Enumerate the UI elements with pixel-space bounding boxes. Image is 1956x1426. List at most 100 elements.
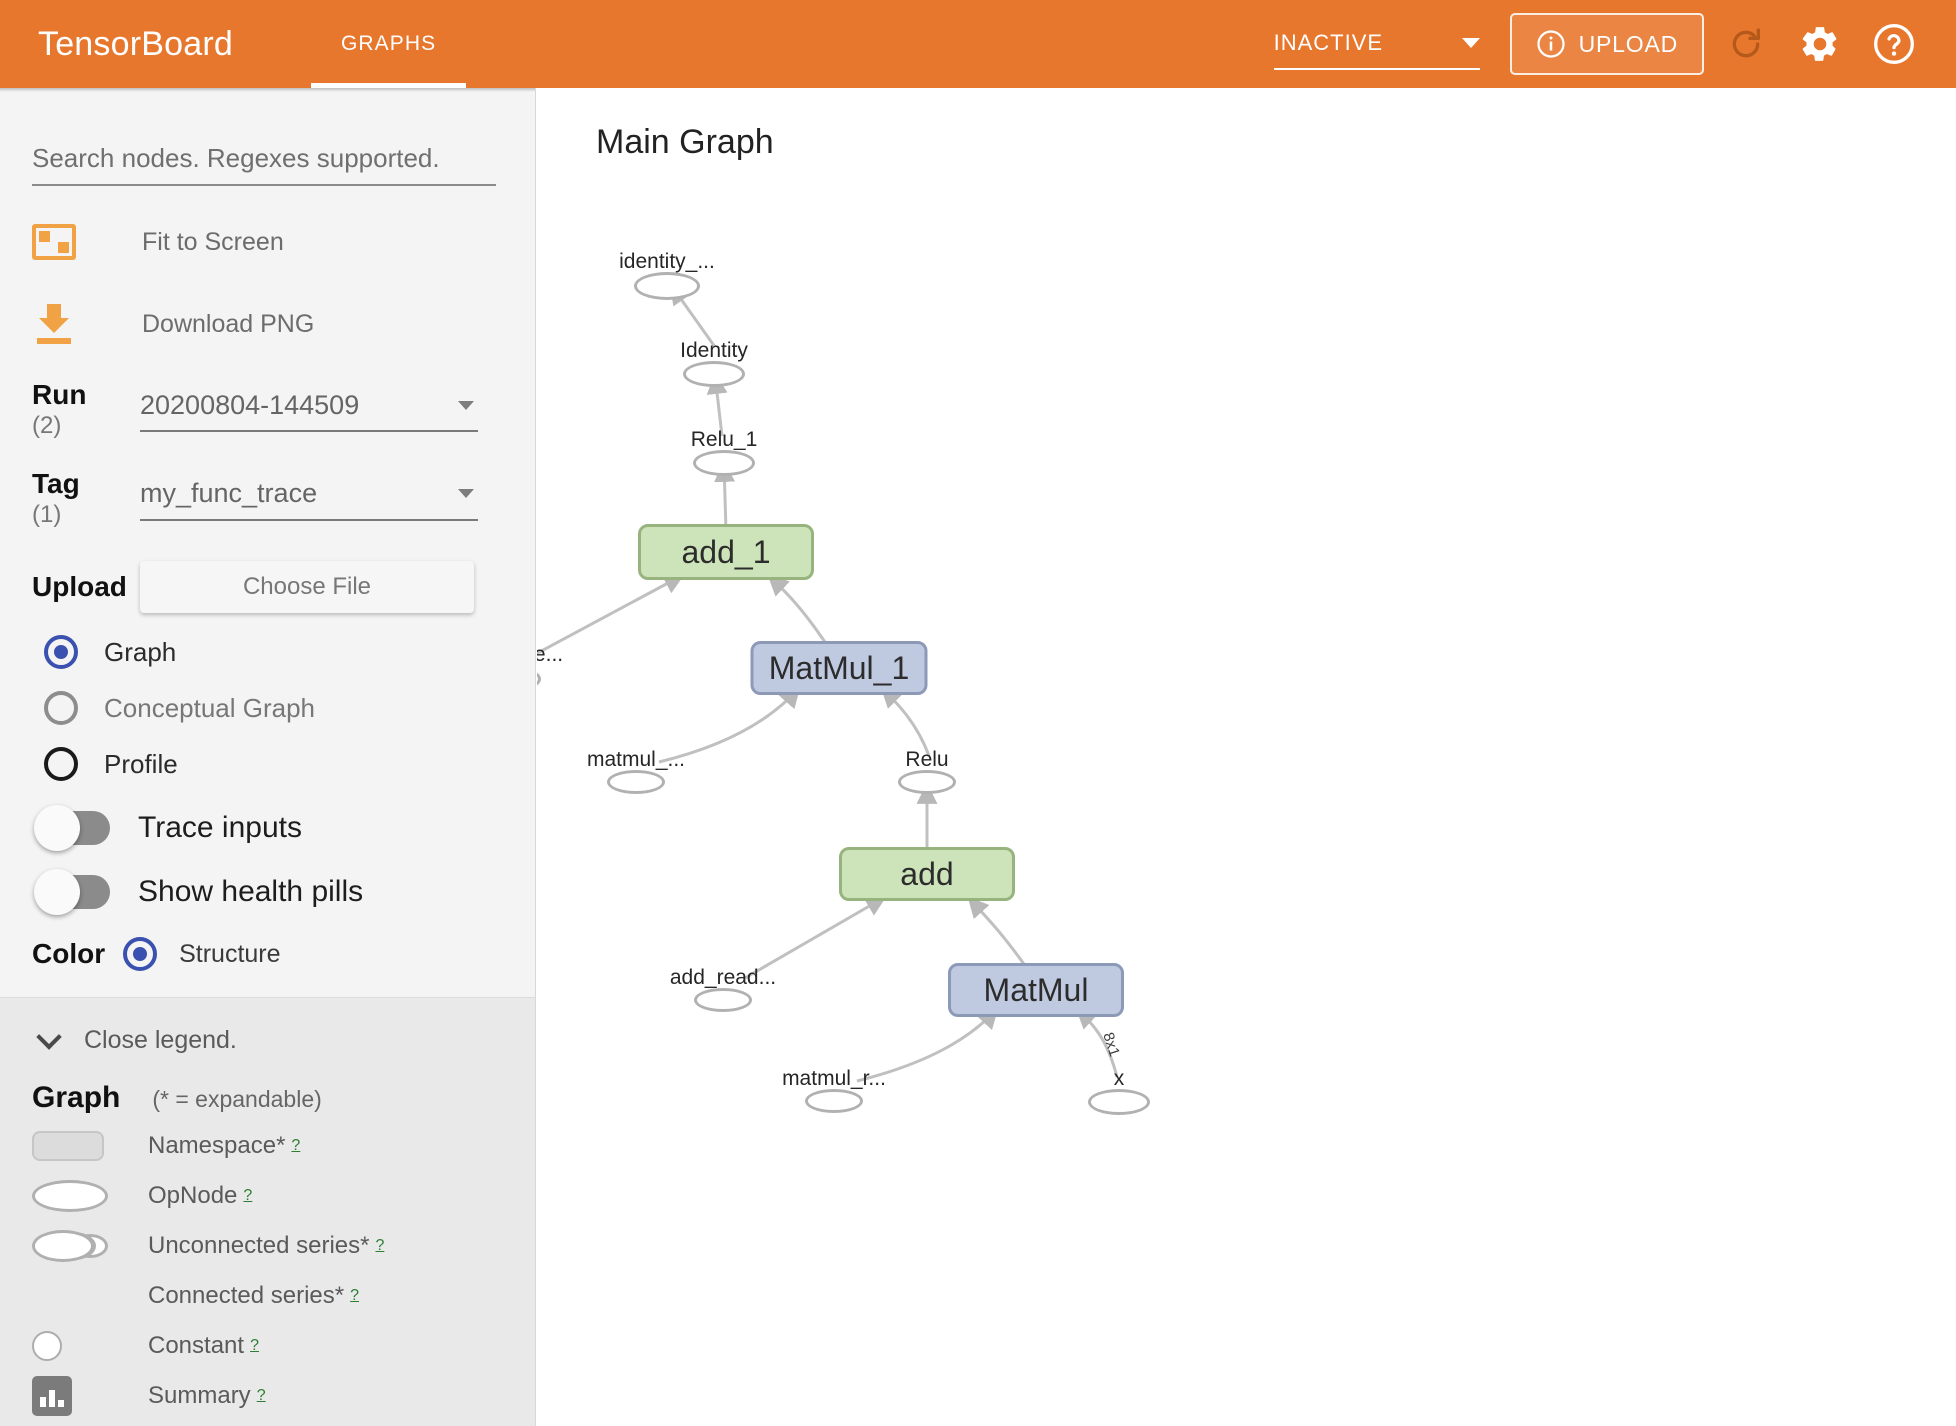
node-matmul-1[interactable]: MatMul_1 [750, 641, 928, 695]
legend-item-connected-series: Connected series* ? [32, 1277, 535, 1315]
gear-icon[interactable] [1788, 12, 1852, 76]
legend-label: OpNode [148, 1182, 238, 1210]
summary-shape-icon [32, 1376, 144, 1417]
tag-select[interactable]: my_func_trace [140, 469, 478, 521]
namespace-shape-icon [32, 1131, 144, 1162]
color-field: Color Structure [32, 937, 535, 972]
legend-label: Connected series* [148, 1282, 345, 1310]
legend-item-summary: Summary ? [32, 1376, 535, 1417]
download-png-label: Download PNG [142, 309, 315, 338]
legend-title: Graph [32, 1081, 121, 1115]
search-input[interactable] [32, 138, 496, 186]
fit-to-screen-button[interactable]: Fit to Screen [32, 216, 535, 268]
node-identity[interactable] [683, 361, 745, 387]
legend-label: Summary [148, 1382, 251, 1410]
node-relu-1[interactable] [693, 450, 755, 476]
radio-conceptual-graph-label: Conceptual Graph [104, 692, 316, 723]
chevron-down-icon [1461, 38, 1480, 48]
unconnected-series-shape-icon [32, 1230, 144, 1263]
node-add[interactable]: add [839, 847, 1015, 901]
radio-graph[interactable]: Graph [44, 635, 535, 670]
node-identity-1[interactable] [634, 272, 700, 300]
radio-profile-label: Profile [104, 748, 178, 779]
graph-canvas[interactable]: Main Graph [537, 88, 1956, 1426]
node-label-identity: Identity [680, 339, 748, 362]
legend-item-constant: Constant ? [32, 1327, 535, 1365]
legend-subtitle: (* = expandable) [152, 1086, 322, 1113]
choose-file-button[interactable]: Choose File [140, 561, 474, 614]
radio-structure-icon[interactable] [123, 937, 158, 972]
help-link[interactable]: ? [243, 1187, 253, 1205]
legend-label: Unconnected series* [148, 1232, 370, 1260]
node-matmul-readvariableop[interactable] [805, 1089, 863, 1113]
run-select[interactable]: 20200804-144509 [140, 380, 478, 432]
download-png-button[interactable]: Download PNG [32, 298, 535, 350]
refresh-icon[interactable] [1714, 12, 1778, 76]
download-icon [32, 304, 76, 344]
chevron-down-icon [458, 400, 474, 410]
tab-graphs[interactable]: GRAPHS [310, 0, 467, 88]
legend-item-namespace: Namespace* ? [32, 1127, 535, 1165]
close-legend-button[interactable]: Close legend. [36, 1024, 535, 1055]
toggle-show-health-pills[interactable]: Show health pills [34, 869, 535, 916]
node-label-relu: Relu [905, 748, 949, 771]
inactive-dropdown[interactable]: INACTIVE [1273, 18, 1480, 70]
help-link[interactable]: ? [256, 1387, 266, 1405]
tag-label: Tag (1) [32, 468, 140, 527]
upload-label: Upload [32, 571, 127, 603]
constant-shape-icon [32, 1331, 144, 1362]
fit-to-screen-label: Fit to Screen [142, 227, 284, 256]
help-link[interactable]: ? [375, 1237, 385, 1255]
legend-panel: Close legend. Graph (* = expandable) Nam… [0, 997, 535, 1426]
legend-label: Namespace* [148, 1132, 286, 1160]
help-link[interactable]: ? [350, 1287, 360, 1305]
node-x[interactable] [1088, 1089, 1150, 1115]
run-count: (2) [32, 412, 62, 440]
radio-conceptual-graph-icon [44, 691, 78, 726]
sidebar-top-shadow [0, 88, 535, 92]
inactive-dropdown-label: INACTIVE [1273, 30, 1384, 55]
node-add-readvariableop[interactable] [694, 988, 752, 1012]
node-add-1[interactable]: add_1 [638, 524, 814, 580]
node-label-add-1-readvariableop: add_1_re... [537, 643, 564, 666]
help-icon[interactable] [1862, 12, 1926, 76]
page-title: Main Graph [596, 123, 774, 161]
toggle-show-health-pills-label: Show health pills [138, 875, 364, 909]
run-field: Run (2) 20200804-144509 [32, 380, 535, 439]
radio-graph-label: Graph [104, 636, 177, 667]
node-relu[interactable] [898, 770, 956, 794]
node-label-add-readvariableop: add_read... [669, 966, 777, 989]
run-value: 20200804-144509 [140, 389, 360, 420]
opnode-shape-icon [32, 1180, 144, 1213]
node-matmul-1-readvariableop[interactable] [607, 770, 665, 794]
node-label-matmul-1-readvariableop: matmul_... [586, 748, 686, 771]
tag-value: my_func_trace [140, 478, 318, 509]
radio-profile-icon [44, 747, 78, 782]
search-field-wrap [32, 138, 496, 186]
node-matmul[interactable]: MatMul [948, 963, 1124, 1017]
close-legend-label: Close legend. [84, 1026, 237, 1055]
toggle-trace-inputs-label: Trace inputs [138, 811, 302, 845]
upload-button[interactable]: UPLOAD [1509, 13, 1704, 75]
run-label: Run (2) [32, 380, 140, 439]
chevron-down-icon [36, 1024, 62, 1050]
legend-item-unconnected-series: Unconnected series* ? [32, 1227, 535, 1265]
radio-profile[interactable]: Profile [44, 747, 535, 782]
top-bar-actions: INACTIVE UPLOAD [1273, 0, 1956, 88]
node-label-x: x [1113, 1067, 1125, 1090]
help-link[interactable]: ? [291, 1137, 301, 1155]
radio-conceptual-graph[interactable]: Conceptual Graph [44, 691, 535, 726]
sidebar: Fit to Screen Download PNG Run (2) 20200… [0, 88, 536, 1426]
toggle-trace-inputs[interactable]: Trace inputs [34, 805, 535, 852]
help-link[interactable]: ? [250, 1337, 259, 1355]
graph-edges [537, 283, 1119, 1083]
chevron-down-icon [458, 489, 474, 499]
top-bar: TensorBoard GRAPHS INACTIVE UPLOAD [0, 0, 1956, 88]
tag-field: Tag (1) my_func_trace [32, 468, 535, 527]
legend-header: Graph (* = expandable) [32, 1081, 535, 1115]
node-label-identity-1: identity_... [619, 250, 715, 273]
legend-label: Constant [148, 1332, 245, 1360]
radio-structure-label: Structure [179, 939, 281, 968]
info-icon [1536, 30, 1565, 58]
app-title: TensorBoard [38, 24, 233, 63]
